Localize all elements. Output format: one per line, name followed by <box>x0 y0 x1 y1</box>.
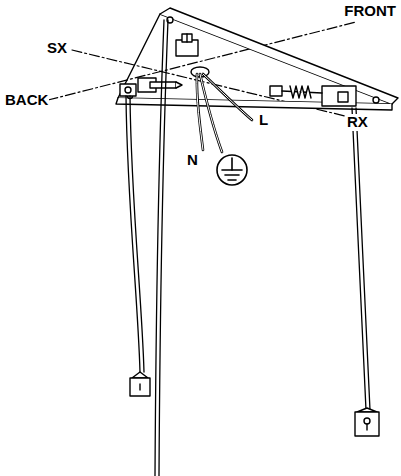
top-screw-block <box>176 34 198 56</box>
left-screw-bracket <box>120 78 182 96</box>
part-label: N <box>186 152 199 169</box>
part-label: FRONT <box>343 3 397 20</box>
back-front-axis <box>48 22 356 100</box>
supply-wires-inner <box>197 74 252 152</box>
ground-symbol <box>217 155 247 185</box>
part-label: L <box>258 112 269 129</box>
right-screw-spring <box>270 86 356 106</box>
ceiling-plate <box>116 8 398 110</box>
part-label: RX <box>346 114 369 131</box>
suspension-cables <box>126 20 370 476</box>
part-label: SX <box>46 40 68 57</box>
cable-hangers <box>130 372 379 436</box>
part-label: BACK <box>4 92 49 109</box>
supply-wires <box>197 74 252 152</box>
